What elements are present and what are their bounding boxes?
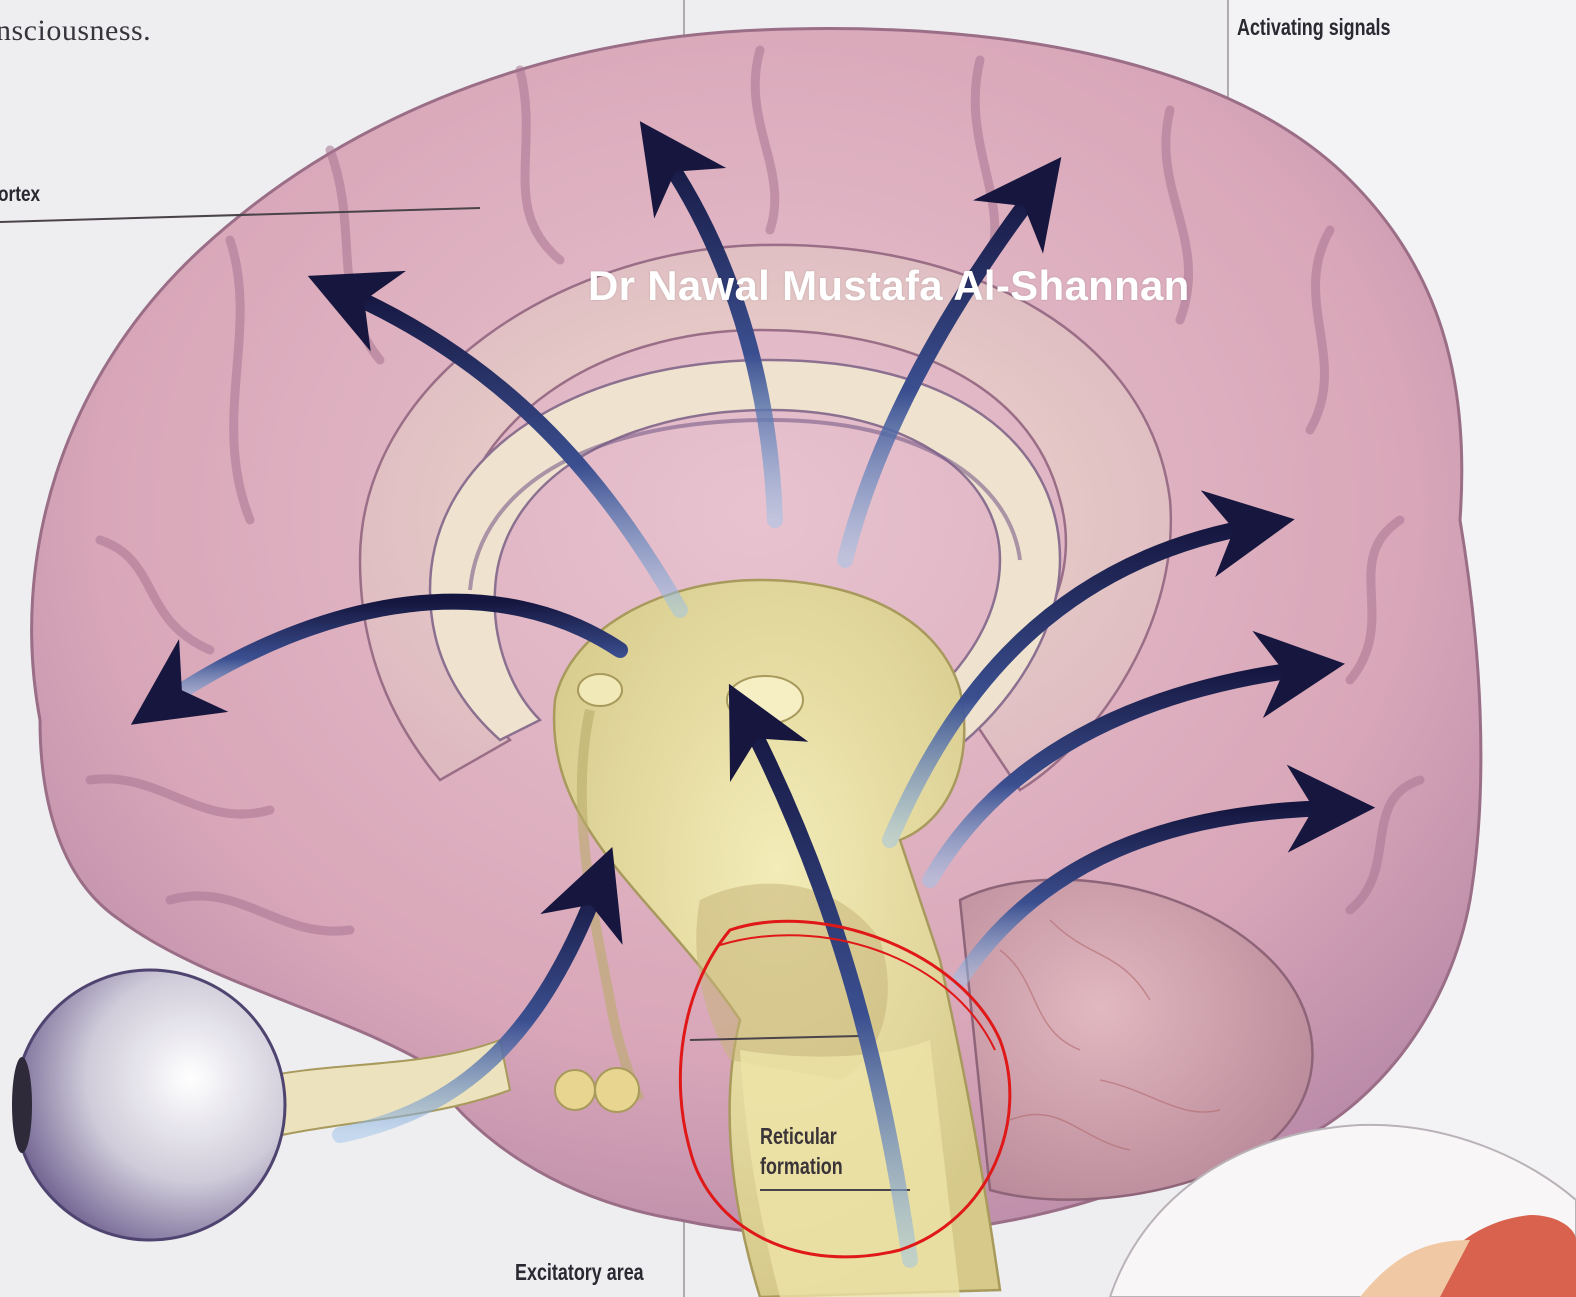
label-consciousness-fragment: nsciousness. — [0, 14, 151, 48]
label-reticular-line2: formation — [760, 1151, 843, 1181]
label-excitatory-area: Excitatory area — [515, 1259, 644, 1286]
label-reticular-formation: Reticular formation — [760, 1121, 843, 1181]
label-cortex: ortex — [0, 183, 40, 207]
eyeball-illustration — [12, 970, 285, 1240]
label-reticular-line1: Reticular — [760, 1121, 843, 1151]
author-watermark: Dr Nawal Mustafa Al-Shannan — [588, 262, 1190, 310]
label-activating-signals: Activating signals — [1237, 14, 1391, 41]
mammillary-body — [555, 1070, 595, 1110]
